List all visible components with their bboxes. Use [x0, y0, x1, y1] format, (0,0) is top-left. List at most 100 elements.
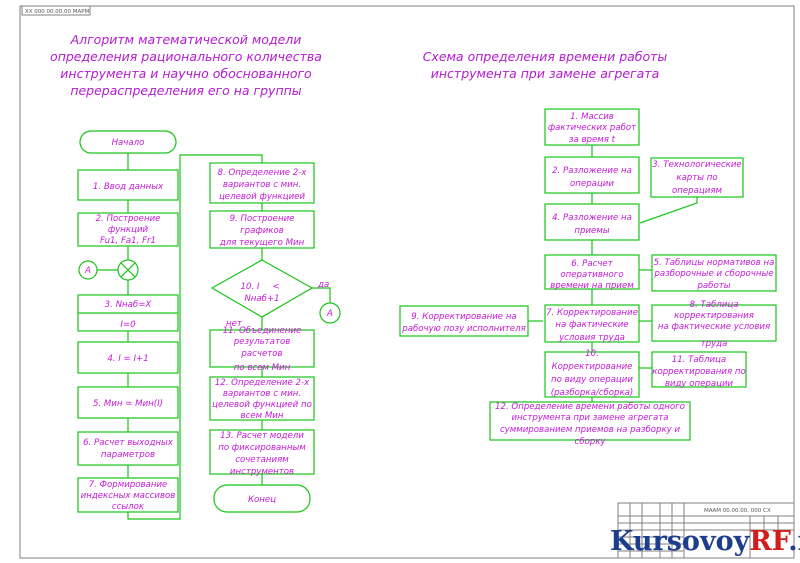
right-step-2-operations: 2. Разложение на операции: [544, 156, 640, 194]
step-10-decision: 10. I < Nнаб+1: [210, 259, 314, 318]
watermark-part-2: RF: [749, 526, 790, 557]
step-1-line-1: 1. Ввод данных: [93, 182, 164, 192]
step-4-line-1: 4. I = I+1: [107, 354, 148, 364]
corner-code: ХХ 000 00.00.00 МАРМ: [25, 9, 90, 15]
right-step-7-actual-conditions: 7. Корректирование на фактические услови…: [544, 304, 640, 343]
r5-line-3: работы: [696, 281, 730, 291]
step-2-line-2: функций: [108, 225, 149, 235]
connector-a-right: А: [319, 302, 341, 324]
step-5-line-1: 5. Mин = Mин(I): [93, 399, 163, 409]
step-13-line-1: 13. Расчет модели: [220, 431, 304, 441]
left-title-line-3: инструмента и научно обоснованного: [60, 66, 312, 81]
r7-line-1: 7. Корректирование: [546, 308, 638, 318]
r4-line-2: приемы: [574, 226, 609, 236]
r10-line-4: (разборка/сборка): [551, 388, 634, 398]
step-11-line-4: по всем Mин: [234, 363, 291, 373]
right-step-8-correction-table: 8. Таблица корректирования на фактически…: [651, 300, 777, 349]
r6-line-3: времени на прием: [550, 281, 634, 291]
title-block: МААМ 00.00.00. 000 СХ: [617, 502, 795, 559]
step-12-line-3: целевой функцией по: [212, 400, 312, 410]
step-11-line-2: результатов: [233, 337, 291, 347]
step-12-line-1: 12. Определение 2-х: [215, 378, 310, 388]
step-5-min: 5. Mин = Mин(I): [77, 386, 179, 419]
r8-line-4: труда: [701, 339, 728, 349]
step-6-output-params: 6. Расчет выходных параметров: [77, 431, 179, 466]
connector-a-right-label: А: [326, 309, 333, 319]
right-title-line-1: Схема определения времени работы: [423, 49, 668, 64]
step-9-line-2: графиков: [240, 226, 284, 236]
right-step-5-norm-tables: 5. Таблицы нормативов на разборочные и с…: [651, 254, 777, 292]
step-8-two-variants: 8. Определение 2-х вариантов с мин. целе…: [209, 162, 315, 204]
step-11-merge-results: 11. Объединение результатов расчетов по …: [209, 326, 315, 373]
r3-line-3: операциям: [672, 186, 722, 196]
r3-line-1: 3. Технологические: [652, 160, 741, 170]
left-title-line-1: Алгоритм математической модели: [70, 32, 302, 47]
r9-line-1: 9. Корректирование на: [411, 312, 516, 322]
start-terminal: Начало: [79, 130, 177, 154]
r10-line-2: Корректирование: [552, 362, 633, 372]
step-12-all-min: 12. Определение 2-х вариантов с мин. цел…: [209, 376, 315, 421]
left-title-line-2: определения рационального количества: [50, 49, 322, 64]
r2-line-1: 2. Разложение на: [552, 166, 632, 176]
r10-line-1: 10.: [585, 349, 599, 359]
step-7-line-2: индексных массивов: [81, 491, 176, 501]
r11-line-1: 11. Таблица: [672, 355, 726, 365]
r4-line-1: 4. Разложение на: [552, 213, 632, 223]
right-step-9-work-posture: 9. Корректирование на рабочую позу испол…: [399, 305, 529, 337]
merge-junction: [117, 259, 139, 281]
right-step-10-operation-type: 10. Корректирование по виду операции (ра…: [544, 349, 640, 398]
step-7-index-arrays: 7. Формирование индексных массивов ссыло…: [77, 477, 179, 513]
r6-line-2: оперативного: [560, 270, 623, 280]
r12-line-4: сборку: [574, 437, 606, 447]
step-13-line-4: инструментов: [230, 467, 294, 477]
decision-yes-label: да: [317, 280, 329, 290]
r3-line-2: карты по: [676, 173, 717, 183]
step-10-line-1: 10. I: [241, 282, 260, 292]
r9-line-2: рабочую позу исполнителя: [401, 324, 526, 334]
connector-a-left: А: [78, 260, 98, 280]
step-2-build-functions: 2. Построение функций Fu1, Fa1, Fr1: [77, 212, 179, 247]
step-10-symbol: <: [272, 282, 279, 292]
end-label: Конец: [248, 495, 276, 505]
step-10-line-2: Nнаб+1: [244, 294, 279, 304]
step-12-line-4: всем Mин: [241, 411, 284, 421]
connector-a-left-label: А: [84, 266, 91, 276]
step-13-model: 13. Расчет модели по фиксированным сочет…: [209, 429, 315, 477]
r12-line-3: суммированием приемов на разборку и: [500, 425, 681, 435]
r12-line-2: инструмента при замене агрегата: [511, 413, 668, 423]
step-12-line-2: вариантов с мин.: [223, 389, 301, 399]
step-9-line-1: 9. Построение: [230, 214, 295, 224]
r5-line-1: 5. Таблицы нормативов на: [654, 258, 775, 268]
watermark-part-3: .ru: [788, 526, 800, 557]
r8-line-3: на фактические условия: [658, 322, 770, 332]
step-3-line-1: 3. Nнаб=X: [105, 300, 153, 310]
right-step-3-tech-cards: 3. Технологические карты по операциям: [650, 157, 744, 198]
r6-line-1: 6. Расчет: [571, 259, 613, 269]
r8-line-1: 8. Таблица: [690, 300, 739, 310]
step-2-line-3: Fu1, Fa1, Fr1: [100, 236, 156, 246]
r1-line-3: за время t: [569, 135, 616, 145]
decision-no-label: нет: [226, 319, 243, 329]
start-label: Начало: [112, 138, 145, 148]
left-flow-connectors: [97, 153, 331, 520]
step-11-line-3: расчетов: [240, 349, 282, 359]
step-13-line-3: сочетаниям: [235, 455, 289, 465]
right-title-line-2: инструмента при замене агрегата: [431, 66, 659, 81]
step-9-line-3: для текущего Mин: [219, 238, 305, 248]
step-6-line-1: 6. Расчет выходных: [83, 438, 174, 448]
step-11-line-1: 11. Объединение: [223, 326, 302, 336]
step-4-increment: 4. I = I+1: [77, 341, 179, 374]
step-9-graphs: 9. Построение графиков для текущего Mин: [209, 210, 315, 249]
watermark-part-1: Kursovoy: [610, 526, 751, 557]
step-7-line-1: 7. Формирование: [89, 480, 168, 490]
left-title-line-4: перераспределения его на группы: [70, 83, 301, 98]
step-8-line-1: 8. Определение 2-х: [218, 168, 308, 178]
step-2-line-1: 2. Построение: [96, 214, 161, 224]
r7-line-3: условия труда: [558, 333, 625, 343]
corner-code-box: [21, 5, 91, 16]
sheet-frame: [19, 5, 795, 559]
right-step-4-techniques: 4. Разложение на приемы: [544, 203, 640, 241]
r11-line-3: виду операции: [665, 379, 734, 389]
step-3-init: 3. Nнаб=X I=0: [77, 294, 179, 332]
step-8-line-2: вариантов с мин.: [223, 180, 301, 190]
